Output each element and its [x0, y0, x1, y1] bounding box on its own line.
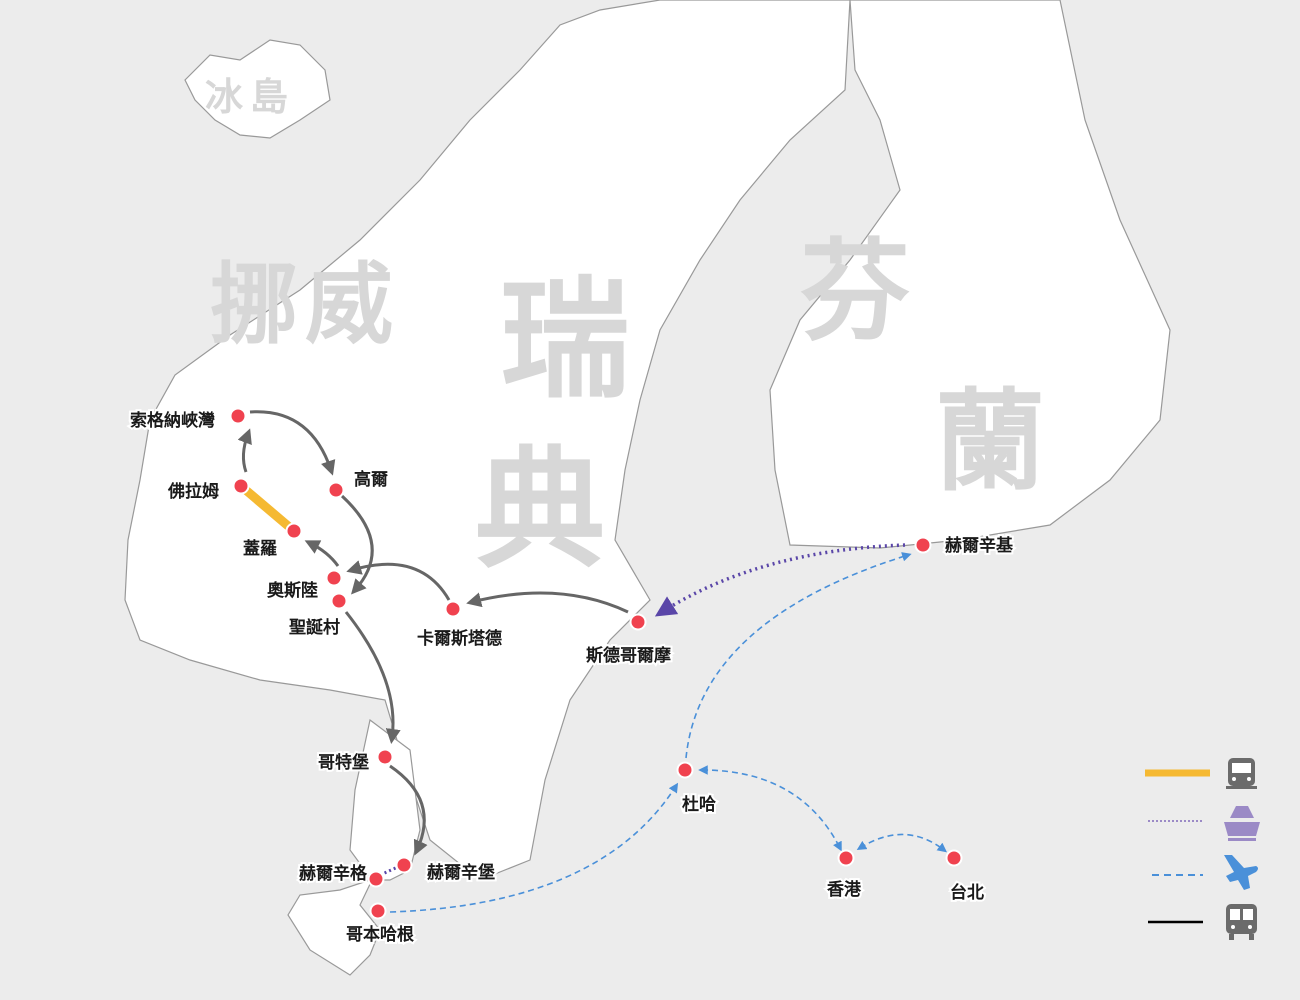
- train-icon: [1226, 758, 1257, 789]
- country-labels: 冰 島 挪 威 瑞 典 芬 蘭: [205, 75, 1045, 586]
- city-dot[interactable]: [376, 748, 394, 766]
- country-finland-0: 芬: [800, 228, 910, 356]
- city-dot[interactable]: [945, 849, 963, 867]
- city-dot[interactable]: [285, 522, 303, 540]
- city-marker[interactable]: 哥特堡: [316, 748, 394, 775]
- legend: [1145, 758, 1260, 940]
- route-plane-doha-helsinki: [685, 552, 912, 759]
- city-dot[interactable]: [229, 407, 247, 425]
- route-plane-doha-hongkong: [698, 765, 842, 852]
- city-label: 台北: [950, 882, 984, 903]
- city-marker[interactable]: 赫爾辛基: [914, 533, 1016, 558]
- bus-icon: [1226, 904, 1257, 940]
- city-label: 聖誕村: [289, 617, 340, 638]
- route-plane-copenhagen-doha: [389, 782, 679, 913]
- city-label: 赫爾辛格: [299, 863, 368, 884]
- city-label: 高爾: [354, 469, 388, 490]
- city-label: 佛拉姆: [167, 481, 219, 502]
- land: [124, 0, 1171, 976]
- city-label: 奧斯陸: [267, 580, 318, 601]
- city-label: 哥本哈根: [346, 924, 414, 945]
- city-marker[interactable]: 哥本哈根: [344, 902, 416, 947]
- route-bus-karlstad-oslo: [346, 560, 451, 601]
- city-dot[interactable]: [629, 613, 647, 631]
- city-marker[interactable]: 卡爾斯塔德: [415, 600, 504, 651]
- city-marker[interactable]: 奧斯陸: [265, 569, 343, 603]
- city-label: 蓋羅: [243, 539, 277, 559]
- plane-icon: [1224, 855, 1258, 890]
- city-dot[interactable]: [325, 569, 343, 587]
- route-ship-helsinki-stockholm: [654, 543, 906, 617]
- route-bus-stockholm-karlstad: [466, 591, 629, 614]
- city-marker[interactable]: 蓋羅: [241, 522, 303, 561]
- city-label: 哥特堡: [318, 752, 369, 773]
- city-dot[interactable]: [914, 536, 932, 554]
- route-bus-gothenburg-helsingborg: [389, 764, 428, 856]
- city-marker[interactable]: 台北: [945, 849, 986, 905]
- country-norway-1: 威: [305, 253, 393, 356]
- route-bus-oslo-geilo: [304, 540, 340, 567]
- country-sweden-0: 瑞: [500, 264, 630, 416]
- city-marker[interactable]: 香港: [825, 849, 864, 902]
- city-label: 索格納峽灣: [130, 410, 215, 431]
- city-label: 香港: [827, 879, 862, 900]
- route-bus-santaland-gothenburg: [344, 611, 401, 744]
- city-dot[interactable]: [330, 592, 348, 610]
- city-marker[interactable]: 赫爾辛堡: [395, 856, 497, 885]
- iceland: [184, 39, 331, 139]
- route-ship-helsingor-helsingborg: [379, 864, 401, 877]
- routes: [237, 410, 948, 913]
- city-label: 斯德哥爾摩: [586, 645, 671, 666]
- city-dot[interactable]: [327, 481, 345, 499]
- country-finland-1: 蘭: [935, 378, 1045, 506]
- ship-icon: [1224, 806, 1260, 841]
- city-dot[interactable]: [837, 849, 855, 867]
- city-marker[interactable]: 斯德哥爾摩: [584, 613, 673, 668]
- city-dot[interactable]: [676, 761, 694, 779]
- country-sweden-1: 典: [475, 434, 605, 586]
- city-marker[interactable]: 杜哈: [676, 761, 718, 817]
- city-dot[interactable]: [369, 902, 387, 920]
- route-bus-sognefjord-gol: [249, 410, 336, 476]
- city-dot[interactable]: [367, 870, 385, 888]
- country-iceland-0: 冰: [205, 75, 244, 119]
- city-label: 卡爾斯塔德: [417, 628, 502, 649]
- city-label: 赫爾辛堡: [427, 862, 495, 883]
- city-marker[interactable]: 佛拉姆: [165, 477, 250, 504]
- country-norway-0: 挪: [210, 253, 298, 356]
- city-marker[interactable]: 索格納峽灣: [128, 407, 247, 433]
- city-marker[interactable]: 赫爾辛格: [297, 861, 385, 888]
- route-bus-flam-sognefjord: [237, 428, 252, 473]
- city-label: 赫爾辛基: [945, 535, 1014, 556]
- city-dot[interactable]: [395, 856, 413, 874]
- city-label: 杜哈: [682, 794, 716, 815]
- route-bus-gol-santaland: [340, 494, 374, 595]
- country-iceland-1: 島: [250, 75, 288, 119]
- city-marker[interactable]: 高爾: [327, 467, 390, 499]
- route-train-flam-geilo: [238, 482, 297, 535]
- city-marker[interactable]: 聖誕村: [287, 592, 348, 640]
- route-plane-hongkong-taipei: [856, 833, 948, 853]
- city-dot[interactable]: [444, 600, 462, 618]
- city-dot[interactable]: [232, 477, 250, 495]
